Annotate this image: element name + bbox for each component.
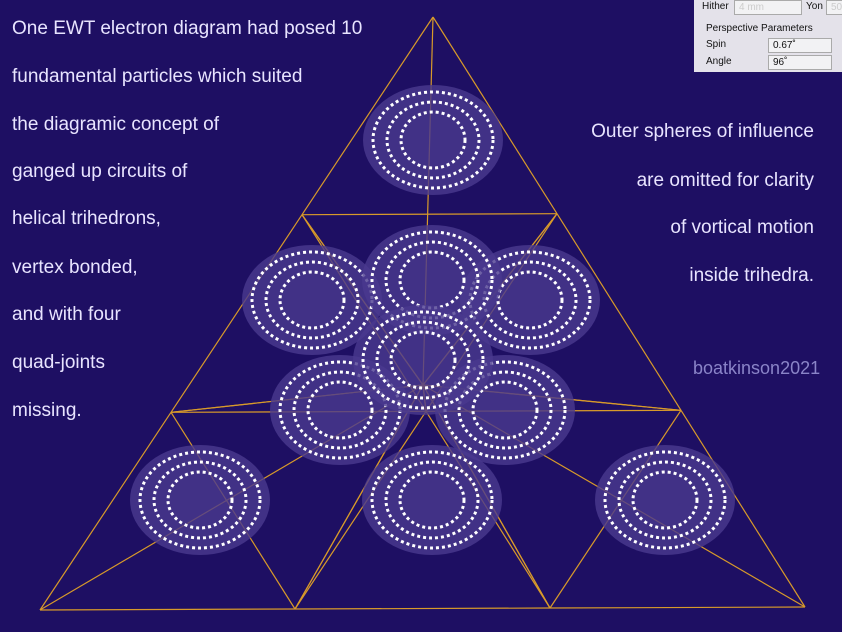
edge (294, 411, 427, 610)
trihedron-vortex (362, 445, 502, 555)
yon-label: Yon (806, 1, 823, 12)
hither-input[interactable]: 4 mm (734, 0, 802, 15)
edge (301, 213, 558, 216)
spin-input[interactable]: 0.67˚ (768, 38, 832, 53)
left-text-line: helical trihedrons, (12, 208, 161, 229)
signature: boatkinson2021 (693, 358, 821, 378)
trihedron-vortex (595, 445, 735, 555)
spin-label: Spin (706, 39, 727, 50)
trihedron-vortex (363, 85, 503, 195)
left-text-line: missing. (12, 400, 82, 421)
left-text-line: fundamental particles which suited (12, 66, 303, 87)
right-text-line: are omitted for clarity (636, 170, 814, 191)
edge (39, 608, 296, 611)
edge (680, 410, 806, 608)
left-text-line: One EWT electron diagram had posed 10 (12, 18, 363, 39)
left-text-line: vertex bonded, (12, 257, 138, 278)
edge (556, 213, 682, 411)
edge (39, 412, 172, 611)
yon-input[interactable]: 50 (826, 0, 842, 15)
left-text-line: ganged up circuits of (12, 161, 188, 182)
left-text-line: the diagramic concept of (12, 114, 220, 135)
hither-label: Hither (702, 1, 729, 12)
edge (294, 607, 551, 610)
perspective-panel: Hither 4 mm Yon 50 Perspective Parameter… (694, 0, 842, 72)
group-title: Perspective Parameters (706, 23, 813, 34)
trihedron-vortex (362, 225, 502, 335)
left-text-line: quad-joints (12, 352, 105, 373)
trihedron-vortex (130, 445, 270, 555)
right-text-line: Outer spheres of influence (591, 121, 814, 142)
right-text-line: inside trihedra. (689, 265, 814, 286)
edge (549, 606, 806, 609)
right-text-line: of vortical motion (670, 217, 814, 238)
left-text-line: and with four (12, 304, 121, 325)
angle-input[interactable]: 96˚ (768, 55, 832, 70)
trihedron-vortex (353, 305, 493, 415)
edge (301, 16, 434, 215)
edge (170, 214, 303, 413)
angle-label: Angle (706, 56, 732, 67)
